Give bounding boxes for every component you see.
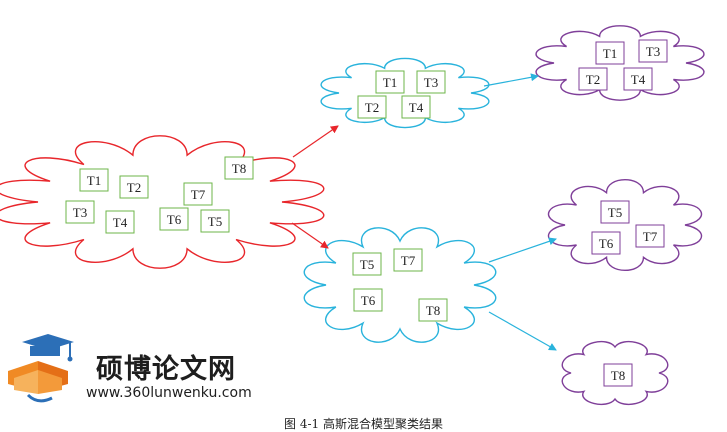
svg-text:T8: T8	[232, 161, 246, 176]
svg-text:T8: T8	[611, 368, 625, 383]
svg-text:T2: T2	[586, 72, 600, 87]
svg-text:T8: T8	[426, 303, 440, 318]
subcluster-1-task-box: T1	[595, 41, 625, 65]
svg-text:T1: T1	[383, 75, 397, 90]
subcluster-2-task-box: T7	[635, 224, 665, 248]
svg-text:T1: T1	[87, 173, 101, 188]
root-task-box: T6	[159, 207, 189, 231]
cluster-cloud-level1-a	[320, 57, 490, 129]
svg-text:T4: T4	[409, 100, 424, 115]
root-task-box: T4	[105, 210, 135, 234]
cluster-b-task-box: T8	[418, 298, 448, 322]
svg-text:T3: T3	[424, 75, 438, 90]
cluster-b-task-box: T7	[393, 248, 423, 272]
svg-text:T2: T2	[365, 100, 379, 115]
figure-caption: 图 4-1 高斯混合模型聚类结果	[284, 417, 443, 431]
cluster-a-task-box: T2	[357, 95, 387, 119]
root-task-box: T3	[65, 200, 95, 224]
root-task-box: T1	[79, 168, 109, 192]
svg-text:T3: T3	[646, 44, 660, 59]
arrow-cluster-b-to-subcluster-2	[488, 237, 557, 263]
svg-text:T2: T2	[127, 180, 141, 195]
cluster-b-task-box: T5	[352, 252, 382, 276]
svg-text:T4: T4	[113, 215, 128, 230]
root-task-box: T5	[200, 209, 230, 233]
arrow-cluster-b-to-subcluster-3	[488, 311, 557, 351]
watermark-title: 硕博论文网	[96, 354, 236, 385]
watermark-url: www.360lunwenku.com	[86, 385, 252, 401]
subcluster-1-task-box: T4	[623, 67, 653, 91]
root-task-box: T8	[224, 156, 254, 180]
svg-text:T4: T4	[631, 72, 646, 87]
subcluster-3-task-box: T8	[603, 363, 633, 387]
subcluster-1-task-box: T2	[578, 67, 608, 91]
cluster-cloud-level2-b	[547, 179, 703, 271]
arrow-root-to-cluster-a	[292, 125, 339, 158]
root-task-box: T7	[183, 182, 213, 206]
svg-text:T6: T6	[167, 212, 182, 227]
svg-text:T5: T5	[608, 205, 622, 220]
svg-text:T6: T6	[361, 293, 376, 308]
svg-text:T7: T7	[401, 253, 416, 268]
svg-text:T1: T1	[603, 46, 617, 61]
svg-text:T3: T3	[73, 205, 87, 220]
root-cloud	[0, 135, 325, 269]
subcluster-2-task-box: T6	[591, 231, 621, 255]
svg-text:T7: T7	[643, 229, 658, 244]
cluster-cloud-level2-a	[535, 25, 705, 101]
root-task-box: T2	[119, 175, 149, 199]
cluster-a-task-box: T3	[416, 70, 446, 94]
subcluster-1-task-box: T3	[638, 39, 668, 63]
svg-text:T5: T5	[208, 214, 222, 229]
cluster-a-task-box: T4	[401, 95, 431, 119]
cluster-cloud-level1-b	[303, 227, 497, 343]
graduation-cap-book-icon	[8, 334, 74, 403]
svg-text:T6: T6	[599, 236, 614, 251]
cluster-a-task-box: T1	[375, 70, 405, 94]
cluster-b-task-box: T6	[353, 288, 383, 312]
subcluster-2-task-box: T5	[600, 200, 630, 224]
cluster-cloud-level2-c	[561, 340, 669, 406]
svg-text:T7: T7	[191, 187, 206, 202]
arrow-cluster-a-to-subcluster-1	[483, 73, 539, 87]
arrow-root-to-cluster-b	[291, 222, 329, 249]
svg-text:T5: T5	[360, 257, 374, 272]
